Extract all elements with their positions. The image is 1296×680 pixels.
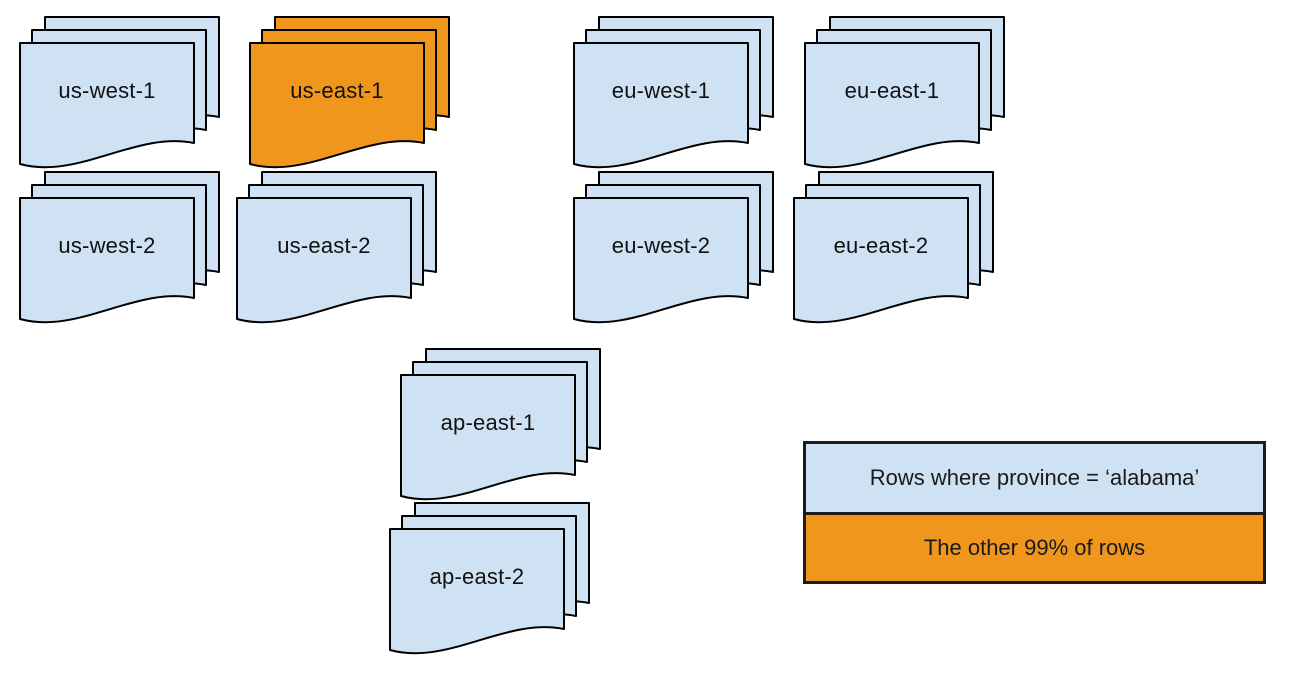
region-stack-us-east-2: us-east-2	[236, 171, 439, 331]
region-stack-eu-west-2: eu-west-2	[573, 171, 776, 331]
legend-row-alabama-rows: Rows where province = ‘alabama’	[806, 444, 1263, 512]
region-label: ap-east-1	[440, 410, 536, 435]
document-stack-graphic	[389, 502, 590, 655]
legend: Rows where province = ‘alabama’ The othe…	[803, 441, 1266, 584]
document-stack-graphic	[249, 16, 450, 169]
document-sheet-front	[793, 197, 969, 324]
document-sheet-front	[19, 42, 195, 169]
document-stack-graphic	[793, 171, 994, 324]
region-label: eu-west-2	[611, 233, 711, 258]
region-stack-eu-west-1: eu-west-1	[573, 16, 776, 176]
document-sheet-front	[236, 197, 412, 324]
region-stack-ap-east-1: ap-east-1	[400, 348, 603, 508]
document-stack-graphic	[400, 348, 601, 501]
document-sheet-front	[249, 42, 425, 169]
region-stack-us-west-1: us-west-1	[19, 16, 222, 176]
document-stack-graphic	[804, 16, 1005, 169]
legend-label-other-rows: The other 99% of rows	[923, 535, 1146, 560]
document-stack-graphic	[19, 16, 220, 169]
region-label: eu-west-1	[611, 78, 711, 103]
document-stack-graphic	[573, 171, 774, 324]
region-label: eu-east-2	[833, 233, 929, 258]
region-label: ap-east-2	[429, 564, 525, 589]
region-label: us-west-2	[58, 233, 156, 258]
document-stack-graphic	[236, 171, 437, 324]
document-sheet-front	[573, 42, 749, 169]
region-label: eu-east-1	[844, 78, 940, 103]
region-label: us-east-2	[277, 233, 371, 258]
document-stack-graphic	[573, 16, 774, 169]
region-stack-us-east-1: us-east-1	[249, 16, 452, 176]
legend-label-alabama-rows: Rows where province = ‘alabama’	[869, 465, 1200, 490]
legend-row-other-rows: The other 99% of rows	[806, 512, 1263, 581]
region-stack-eu-east-1: eu-east-1	[804, 16, 1007, 176]
region-label: us-east-1	[290, 78, 384, 103]
region-stack-ap-east-2: ap-east-2	[389, 502, 592, 662]
document-sheet-front	[804, 42, 980, 169]
region-stack-us-west-2: us-west-2	[19, 171, 222, 331]
document-sheet-front	[19, 197, 195, 324]
document-stack-graphic	[19, 171, 220, 324]
document-sheet-front	[389, 528, 565, 655]
document-sheet-front	[573, 197, 749, 324]
region-label: us-west-1	[58, 78, 156, 103]
document-sheet-front	[400, 374, 576, 501]
region-stack-eu-east-2: eu-east-2	[793, 171, 996, 331]
